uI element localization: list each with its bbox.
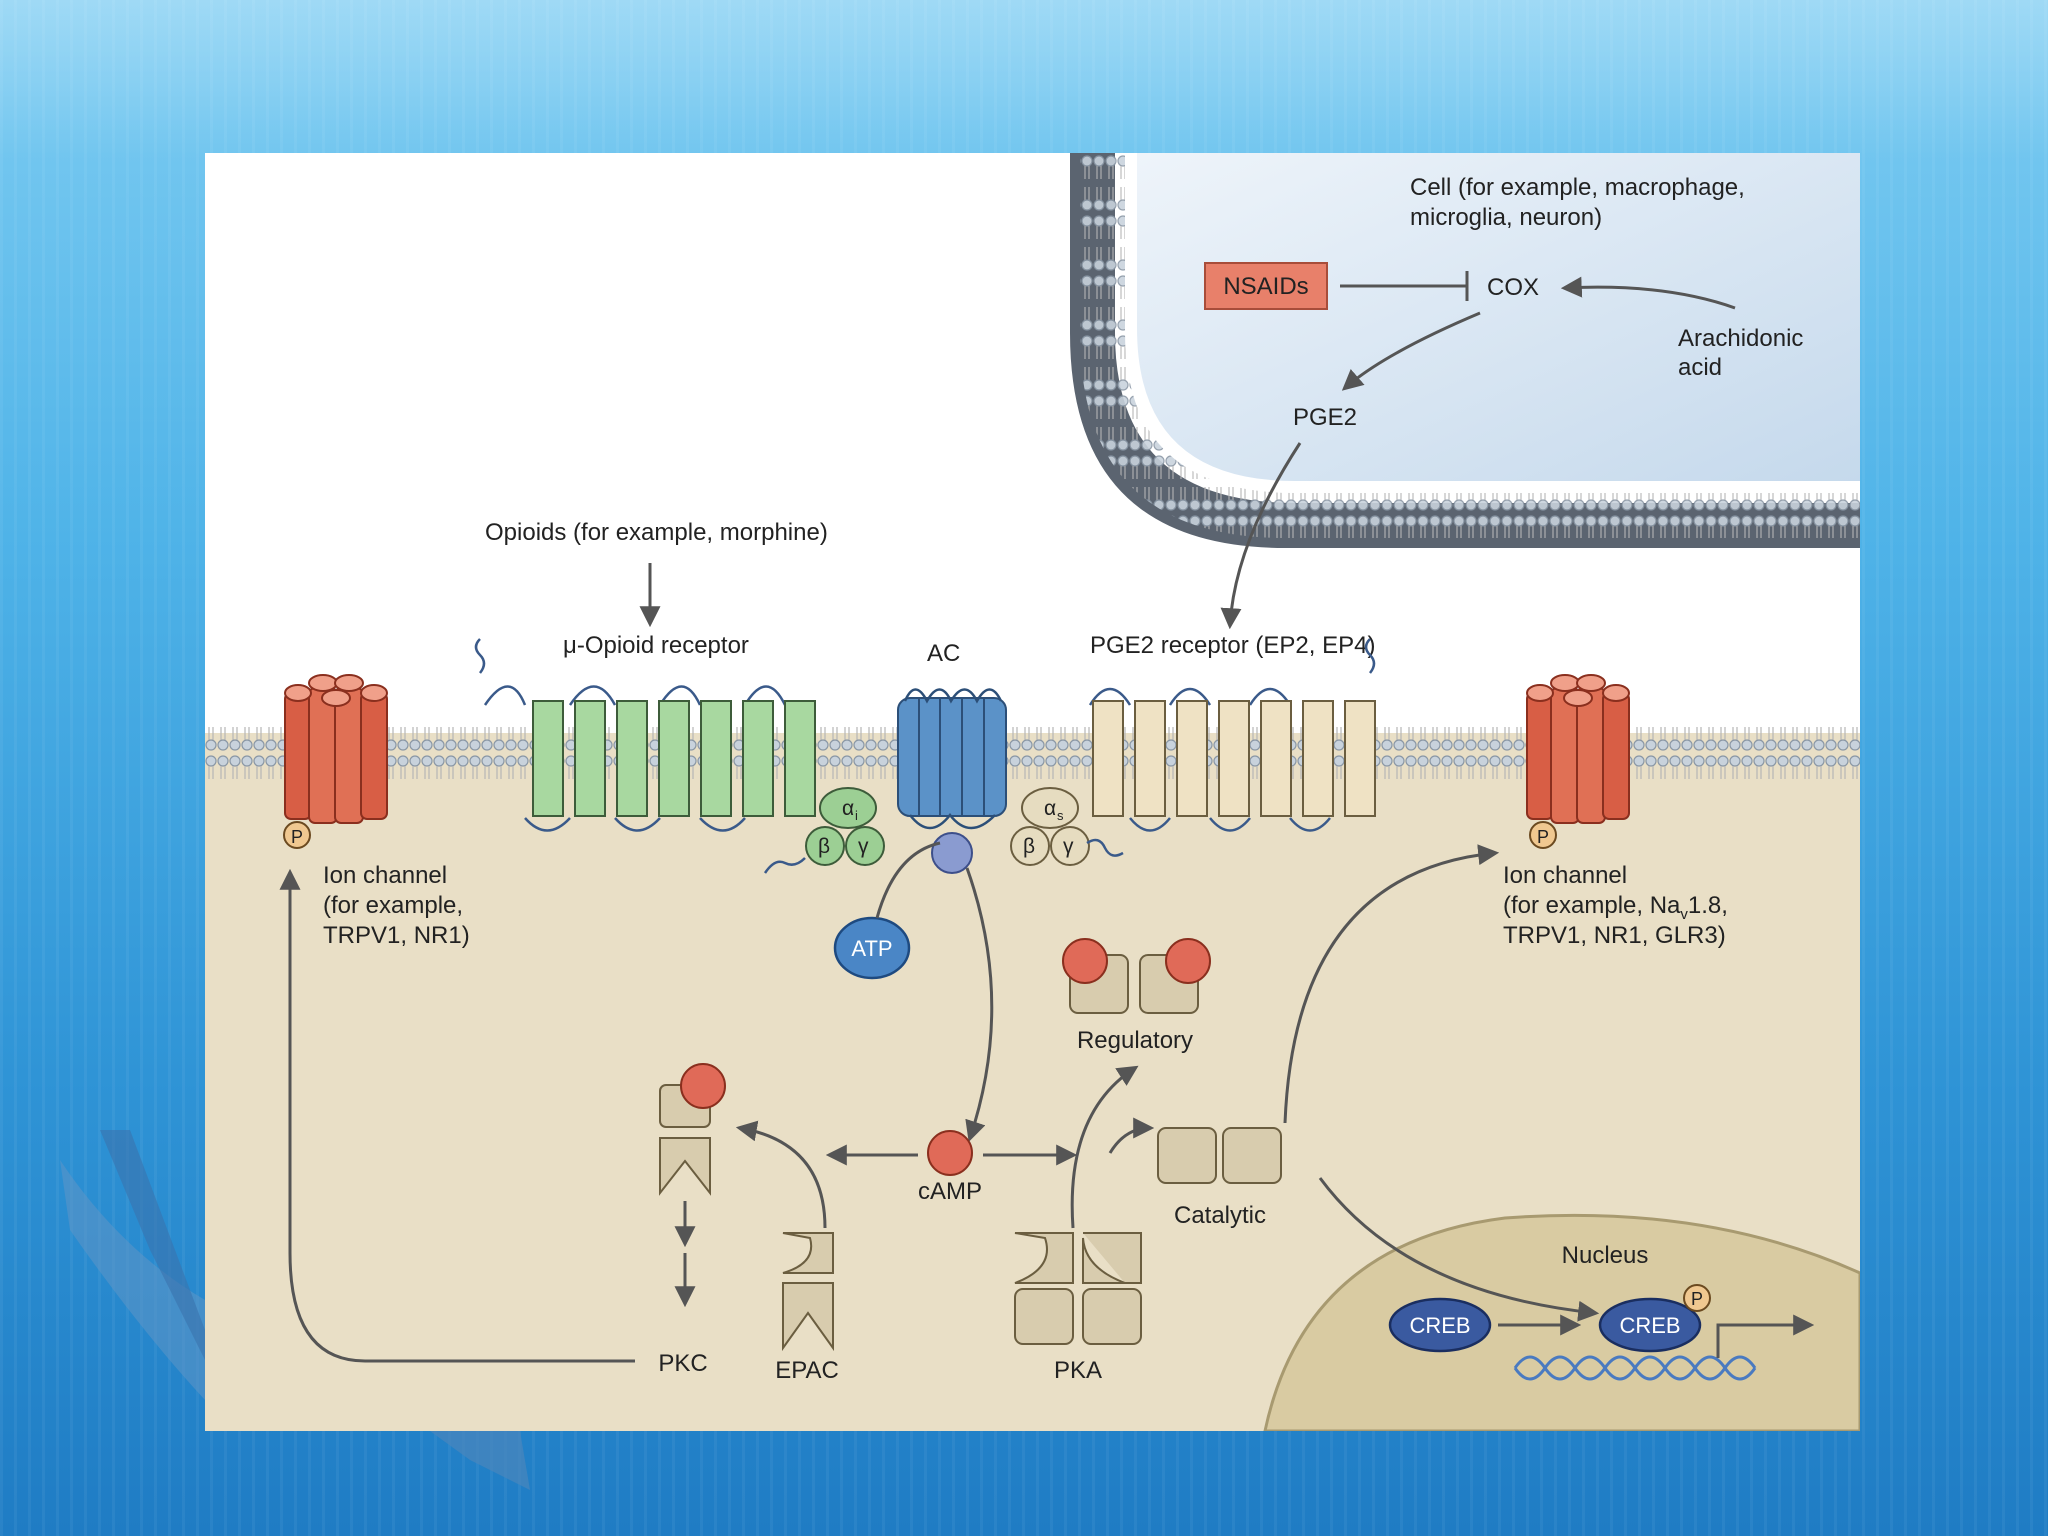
alpha-i-label: α	[842, 797, 854, 820]
ion-channel-right-line1: Ion channel	[1503, 862, 1627, 889]
alpha-s-subscript: s	[1057, 808, 1064, 823]
regulatory-label: Regulatory	[1077, 1027, 1193, 1054]
ac-to-camp-arrow	[965, 867, 994, 1142]
catalytic-label: Catalytic	[1174, 1202, 1266, 1229]
adenylyl-cyclase	[897, 688, 1007, 874]
creb-p-label: CREB	[1619, 1313, 1680, 1338]
atp-to-ac-line	[875, 841, 941, 919]
arachidonic-label-line2: acid	[1678, 354, 1722, 381]
background-gloss	[0, 0, 2048, 160]
epac-label: EPAC	[775, 1357, 839, 1384]
alpha-i-subscript: i	[855, 808, 858, 823]
ion-channel-left: P	[283, 674, 388, 849]
alpha-s-label: α	[1044, 797, 1056, 820]
cell-interior	[1137, 153, 1860, 481]
mu-receptor-label: μ-Opioid receptor	[563, 632, 749, 659]
pka-label: PKA	[1054, 1357, 1102, 1384]
pka-holoenzyme	[1014, 1232, 1142, 1345]
nucleus-label: Nucleus	[1562, 1242, 1649, 1269]
gs-protein: α s β γ	[1010, 787, 1124, 866]
cox-label: COX	[1487, 274, 1539, 301]
signaling-diagram: Cell (for example, macrophage, microglia…	[205, 153, 1860, 1431]
catalytic-to-ion-channel-arrow	[1283, 844, 1500, 1124]
opioids-label: Opioids (for example, morphine)	[485, 519, 828, 546]
phospho-badge-creb	[1683, 1284, 1711, 1312]
ion-channel-right-line3: TRPV1, NR1, GLR3)	[1503, 922, 1726, 949]
creb-phosphorylated	[1598, 1297, 1702, 1353]
figure-panel: Cell (for example, macrophage, microglia…	[205, 153, 1860, 1431]
pge2-to-receptor-arrow	[1220, 442, 1302, 630]
camp-label: cAMP	[918, 1178, 982, 1205]
ac-label: AC	[927, 640, 960, 667]
gamma-i-label: γ	[858, 835, 869, 858]
ion-channel-right: P	[1526, 674, 1630, 849]
transcription-arrow	[1716, 1314, 1815, 1358]
catalytic-subunits	[1157, 1127, 1282, 1184]
phospho-label-right: P	[1537, 827, 1549, 847]
pka-to-catalytic-arrow	[1108, 1117, 1155, 1154]
nsaids-label: NSAIDs	[1223, 273, 1308, 300]
pkc-to-ion-channel-arrow	[279, 868, 635, 1363]
beta-s-label: β	[1023, 835, 1035, 858]
mu-opioid-receptor	[474, 638, 816, 832]
creb-molecule	[1388, 1297, 1492, 1353]
arachidonic-to-cox-arrow	[1560, 276, 1736, 310]
pge2-receptor-label: PGE2 receptor (EP2, EP4)	[1090, 632, 1375, 659]
pge2-receptor	[1088, 638, 1376, 832]
epac	[782, 1232, 834, 1352]
regulatory-subunits	[1062, 938, 1211, 1014]
gi-protein: α i β γ	[763, 787, 885, 874]
cox-to-pge2-arrow	[1341, 311, 1481, 391]
arachidonic-label-line1: Arachidonic	[1678, 325, 1803, 352]
epac-to-pkc-arrow	[735, 1120, 827, 1229]
cell-label-line1: Cell (for example, macrophage,	[1410, 174, 1745, 201]
gamma-s-label: γ	[1063, 835, 1074, 858]
camp-molecule	[927, 1130, 973, 1176]
atp-molecule	[833, 916, 911, 980]
creb-label: CREB	[1409, 1313, 1470, 1338]
beta-i-label: β	[818, 835, 830, 858]
ion-channel-left-line2: (for example,	[323, 892, 463, 919]
pka-to-regulatory-arrow	[1070, 1065, 1139, 1229]
pkc-label: PKC	[658, 1350, 707, 1377]
dna-helix	[1513, 1355, 1757, 1381]
phospho-label-left: P	[291, 827, 303, 847]
ion-channel-right-line2: (for example, Nav1.8,	[1503, 892, 1728, 923]
pge2-label: PGE2	[1293, 404, 1357, 431]
ion-channel-left-line3: TRPV1, NR1)	[323, 922, 470, 949]
phospho-badge-left	[283, 821, 311, 849]
nsaids-box	[1204, 262, 1328, 310]
epac-camp-complex	[659, 1063, 726, 1196]
cell-label-line2: microglia, neuron)	[1410, 204, 1602, 231]
phospho-badge-right	[1529, 821, 1557, 849]
phospho-label-creb: P	[1691, 1289, 1703, 1309]
ion-channel-left-line1: Ion channel	[323, 862, 447, 889]
catalytic-to-creb-arrow	[1318, 1177, 1600, 1322]
atp-label: ATP	[851, 936, 892, 961]
